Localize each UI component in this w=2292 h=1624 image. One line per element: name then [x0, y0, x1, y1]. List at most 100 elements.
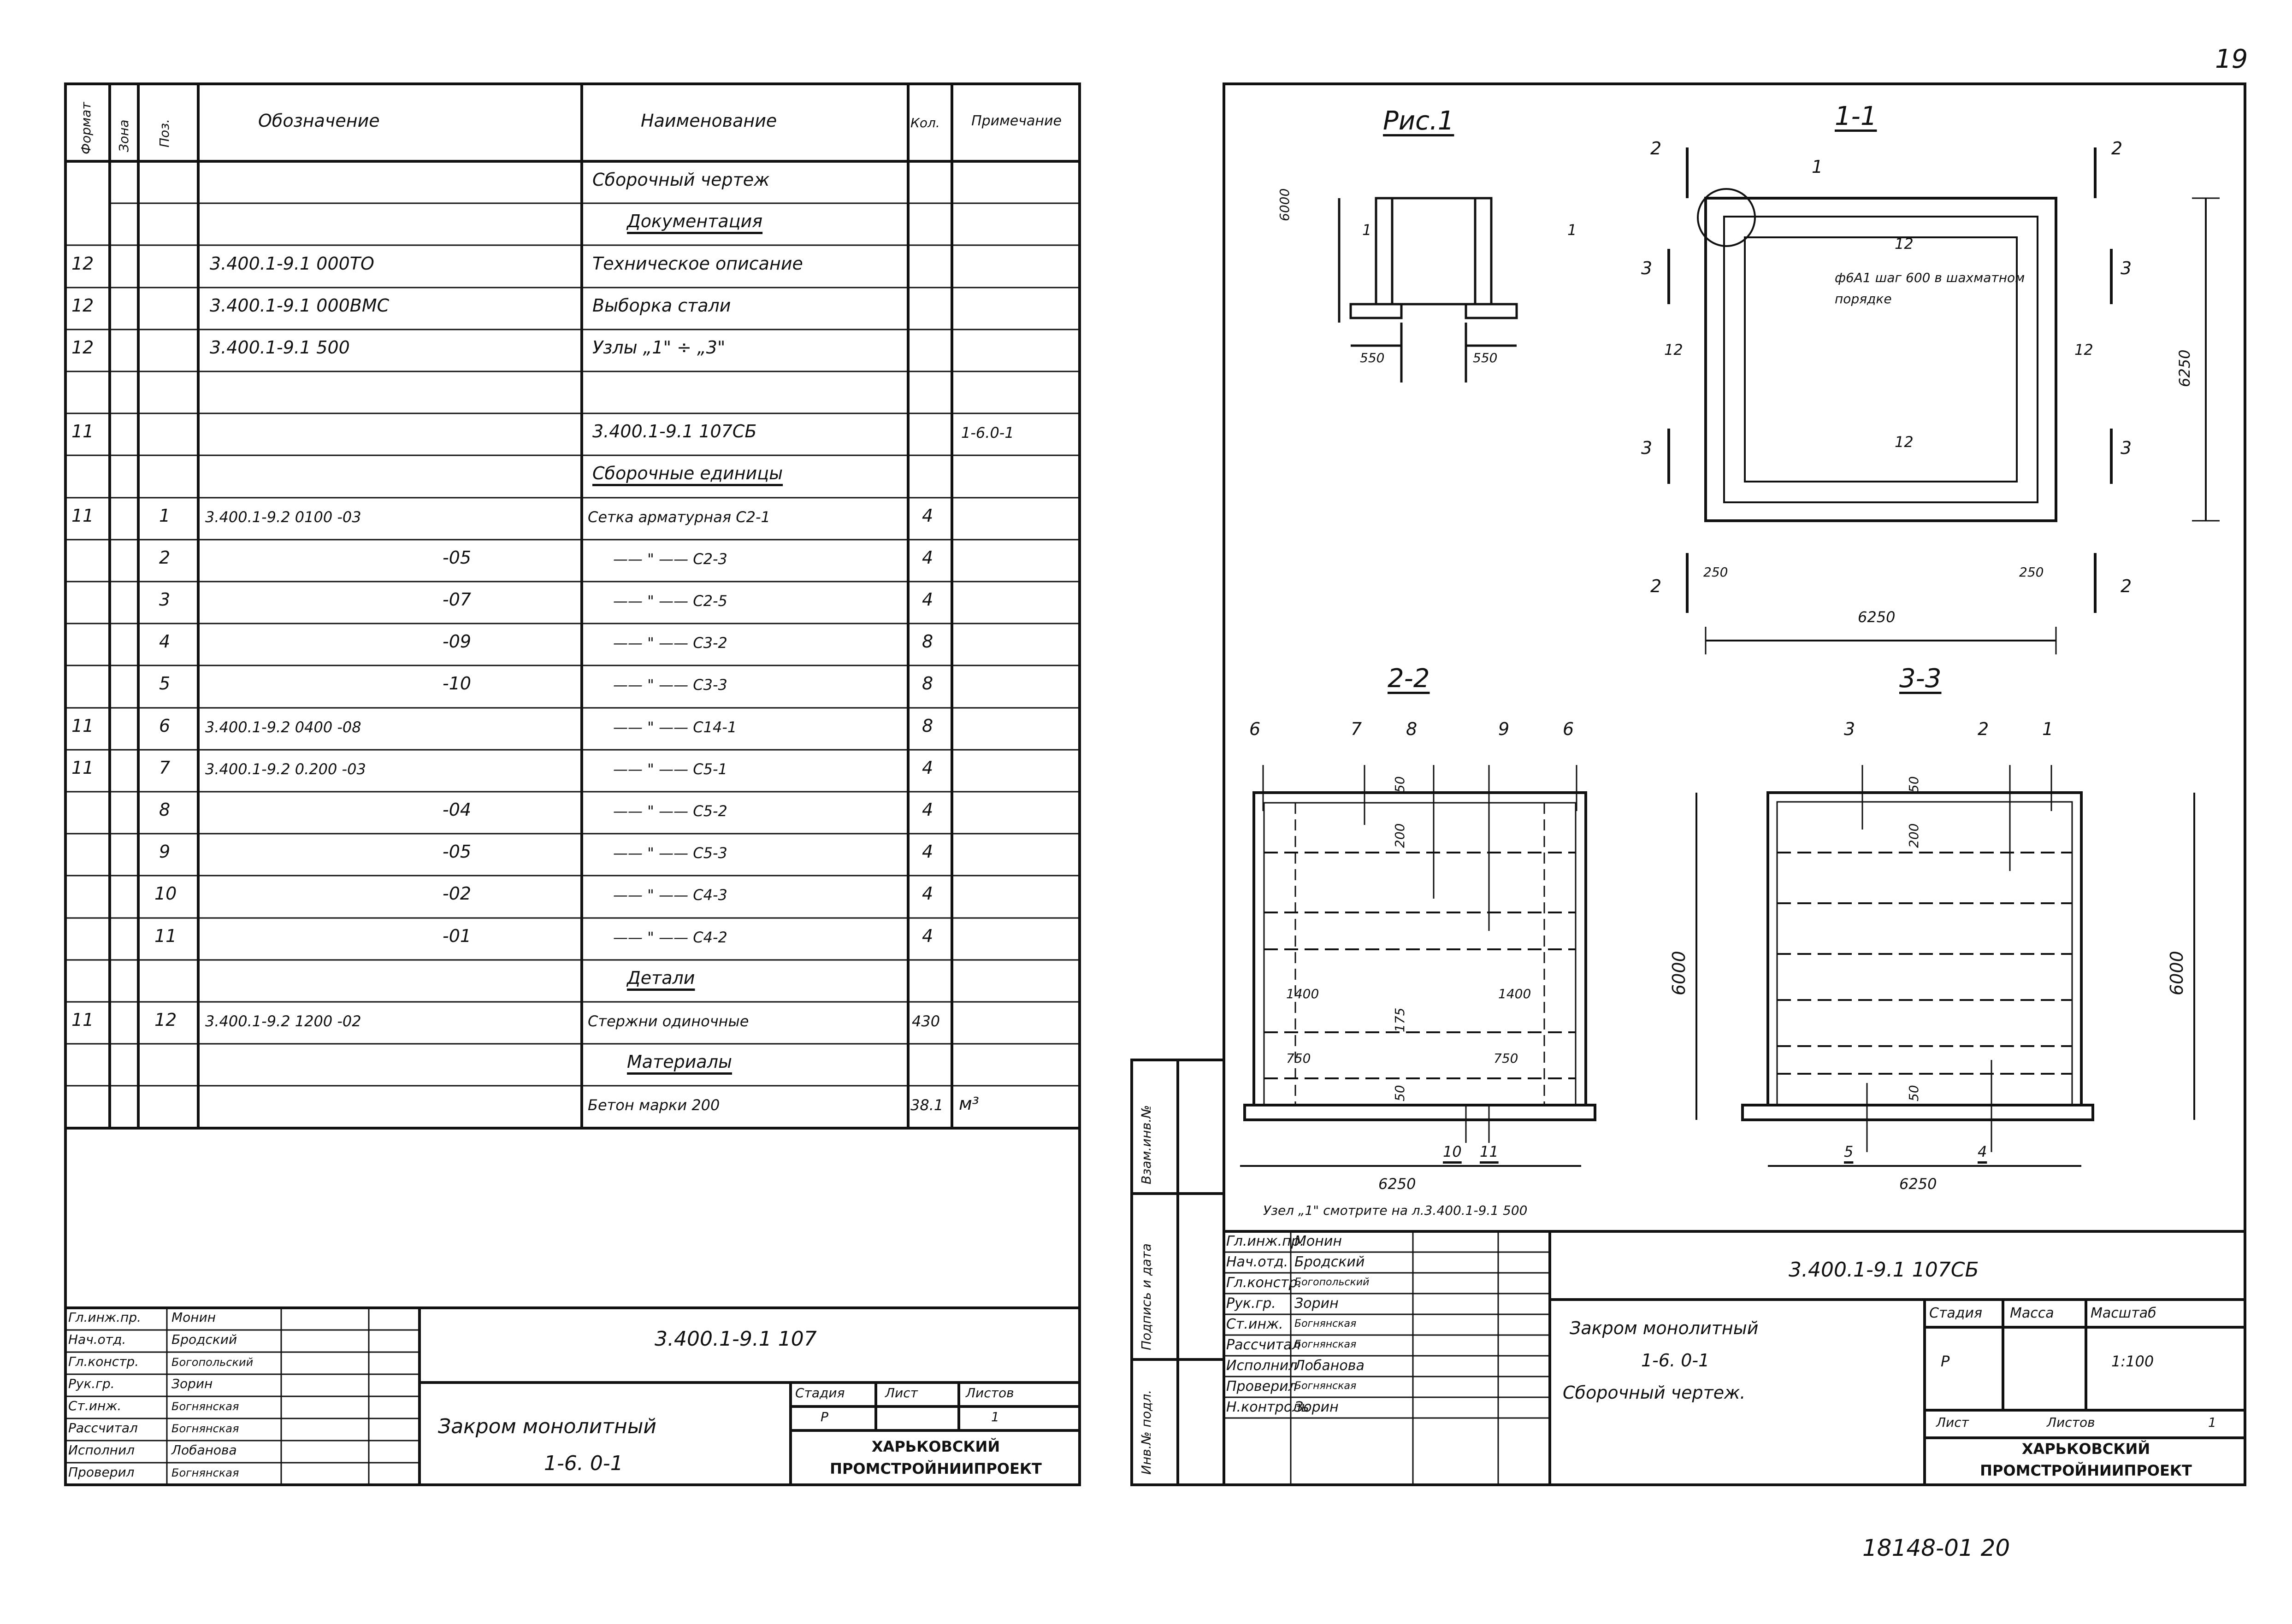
left-stamp-code: 3.400.1-9.1 107 — [655, 1327, 817, 1351]
section-1-1-label-2-left-bottom: 2 — [1650, 576, 1662, 596]
row-13-name: —— " —— С14-1 — [613, 718, 737, 736]
row-18-name: —— " —— С4-2 — [613, 929, 727, 946]
row-16-pos: 9 — [159, 841, 171, 862]
row-9-qty: 4 — [922, 547, 933, 568]
left-name-3: Зорин — [171, 1376, 213, 1391]
right-org-line-2: ПРОМСТРОЙНИИПРОЕКТ — [1980, 1462, 2192, 1479]
side-label-inv-repl: Взам.инв.№ — [1139, 1105, 1154, 1184]
section-2-2-dim-200: 200 — [1392, 823, 1407, 848]
section-1-1-dim-12-right: 12 — [2074, 341, 2093, 359]
row-4-format: 12 — [71, 337, 94, 358]
right-name-1: Бродский — [1294, 1254, 1365, 1270]
header-note: Примечание — [971, 113, 1062, 129]
left-org-line-1: ХАРЬКОВСКИЙ — [871, 1438, 1000, 1455]
row-15-name: —— " —— С5-2 — [613, 802, 727, 820]
right-stamp-title-3: Сборочный чертеж. — [1563, 1383, 1746, 1403]
section-3-3-label-1: 1 — [2042, 719, 2054, 739]
right-role-5: Рассчитал — [1226, 1337, 1301, 1353]
section-3-3-title: 3-3 — [1899, 664, 1942, 694]
section-2-2-label-11: 11 — [1480, 1143, 1499, 1160]
left-stamp-title-1: Закром монолитный — [438, 1415, 657, 1438]
left-name-6: Лобанова — [171, 1442, 237, 1458]
right-role-4: Ст.инж. — [1226, 1316, 1283, 1332]
row-2-name: Техническое описание — [592, 253, 803, 274]
left-role-1: Нач.отд. — [68, 1332, 126, 1347]
row-8-qty: 4 — [922, 506, 933, 526]
left-stamp-title-2: 1-6. 0-1 — [544, 1452, 623, 1475]
right-role-2: Гл.констр. — [1226, 1275, 1302, 1291]
right-name-6: Лобанова — [1294, 1358, 1365, 1374]
row-3-designation: 3.400.1-9.1 000ВМС — [210, 295, 390, 316]
section-3-3-dim-6000: 6000 — [2167, 951, 2187, 995]
fig1-dim-550-right: 550 — [1473, 350, 1498, 365]
left-sheets-label: Листов — [966, 1385, 1014, 1400]
left-sheet: 1 — [991, 1409, 999, 1424]
right-name-4: Богнянская — [1294, 1318, 1357, 1330]
row-14-pos: 7 — [159, 758, 171, 778]
row-15-designation: -04 — [443, 800, 472, 820]
right-name-7: Богнянская — [1294, 1380, 1357, 1392]
row-11-designation: -09 — [443, 631, 472, 652]
left-name-2: Богопольский — [171, 1356, 254, 1369]
row-11-pos: 4 — [159, 631, 171, 652]
row-15-pos: 8 — [159, 800, 171, 820]
row-16-qty: 4 — [922, 841, 933, 862]
right-org-line-1: ХАРЬКОВСКИЙ — [2021, 1440, 2150, 1458]
node-reference-note: Узел „1" смотрите на л.3.400.1-9.1 500 — [1263, 1203, 1528, 1218]
section-2-2-label-7: 7 — [1351, 719, 1362, 739]
left-name-1: Бродский — [171, 1332, 237, 1347]
row-1-name: Документация — [627, 211, 763, 231]
left-name-7: Богнянская — [171, 1466, 239, 1479]
section-2-2 — [1240, 791, 1697, 1167]
section-2-2-dim-1400-right: 1400 — [1498, 986, 1531, 1001]
fig1-elevation — [1338, 197, 1518, 382]
row-10-designation: -07 — [443, 589, 472, 610]
right-stamp-title-2: 1-6. 0-1 — [1641, 1350, 1710, 1371]
right-role-1: Нач.отд. — [1226, 1254, 1288, 1270]
row-13-pos: 6 — [159, 716, 171, 736]
row-10-pos: 3 — [159, 589, 171, 610]
left-role-3: Рук.гр. — [68, 1376, 115, 1391]
side-label-sign-date: Подпись и дата — [1139, 1243, 1154, 1350]
page-number: 19 — [2215, 44, 2248, 74]
section-1-1-dim-6250: 6250 — [1858, 608, 1896, 626]
row-9-pos: 2 — [159, 547, 171, 568]
section-2-2-dim-175: 175 — [1392, 1007, 1407, 1032]
row-11-qty: 8 — [922, 631, 933, 652]
row-20-format: 11 — [71, 1010, 94, 1030]
section-1-1-title: 1-1 — [1835, 101, 1877, 131]
row-13-designation: 3.400.1-9.2 0400 -08 — [205, 718, 361, 736]
section-1-1-label-3-right-top: 3 — [2121, 258, 2132, 278]
section-2-2-dim-6000: 6000 — [1669, 951, 1689, 995]
fig1-dim-550-left: 550 — [1360, 350, 1385, 365]
row-14-designation: 3.400.1-9.2 0.200 -03 — [205, 760, 366, 778]
row-14-name: —— " —— С5-1 — [613, 760, 727, 778]
right-role-7: Проверил — [1226, 1378, 1297, 1395]
section-1-1-rebar-note: ф6А1 шаг 600 в шахматном порядке — [1835, 270, 2025, 306]
section-1-1-dim-6250-vertical: 6250 — [2176, 349, 2193, 387]
section-3-3-label-2: 2 — [1978, 719, 1989, 739]
section-2-2-dim-6250: 6250 — [1378, 1175, 1416, 1193]
left-role-4: Ст.инж. — [68, 1398, 122, 1413]
fig1-label-1-left: 1 — [1362, 221, 1372, 239]
section-1-1-dim-12-left: 12 — [1664, 341, 1683, 359]
section-3-3 — [1741, 791, 2195, 1167]
row-12-pos: 5 — [159, 673, 171, 694]
right-name-2: Богопольский — [1294, 1277, 1370, 1288]
row-17-name: —— " —— С4-3 — [613, 886, 727, 904]
section-1-1-dim-12-bottom: 12 — [1895, 433, 1914, 451]
section-1-1-label-2-right: 2 — [2111, 138, 2123, 159]
row-9-name: —— " —— С2-3 — [613, 550, 727, 568]
row-21-name: Материалы — [627, 1052, 732, 1072]
section-3-3-label-4: 4 — [1978, 1143, 1987, 1160]
row-17-pos: 10 — [154, 883, 177, 904]
section-2-2-dim-50-top: 50 — [1392, 776, 1407, 793]
right-role-8: Н.контроль — [1226, 1399, 1309, 1415]
section-1-1-dim-250-right: 250 — [2019, 565, 2044, 580]
right-stamp-title-1: Закром монолитный — [1570, 1318, 1759, 1338]
row-17-designation: -02 — [443, 883, 472, 904]
left-role-0: Гл.инж.пр. — [68, 1310, 142, 1325]
right-scale: 1:100 — [2111, 1353, 2154, 1370]
section-3-3-label-3: 3 — [1844, 719, 1855, 739]
left-stage: Р — [821, 1409, 828, 1424]
